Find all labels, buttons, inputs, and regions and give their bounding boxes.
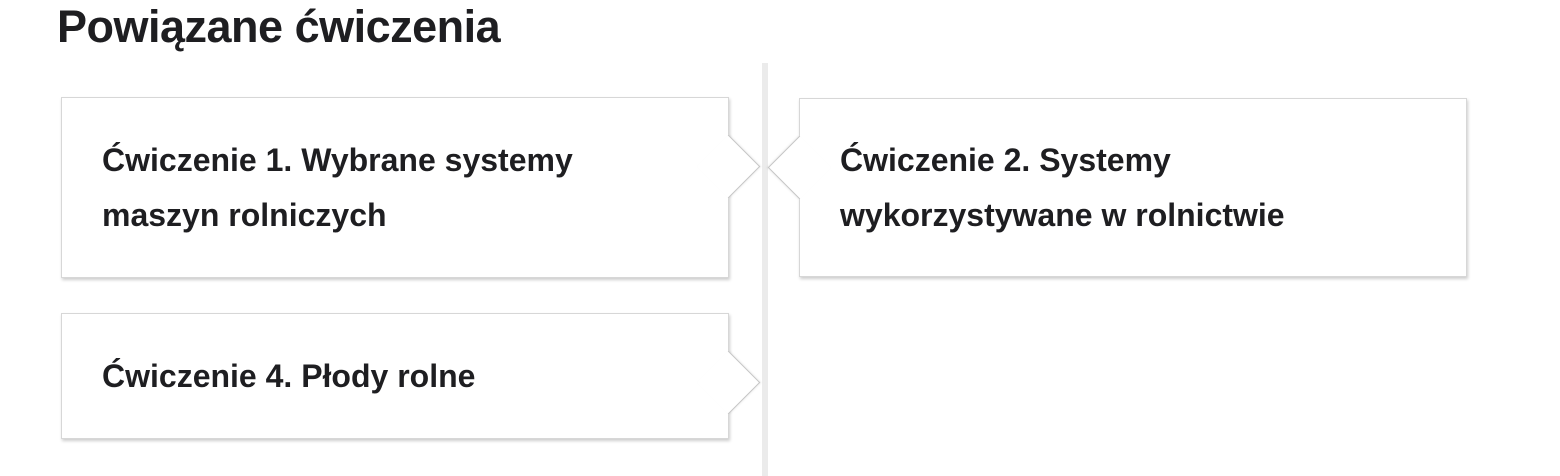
chevron-left-icon <box>767 135 832 200</box>
exercise-card-1-title-line-1: Ćwiczenie 1. Wybrane systemy <box>102 141 573 178</box>
exercise-card-1[interactable]: Ćwiczenie 1. Wybrane systemy maszyn roln… <box>61 97 761 278</box>
chevron-right-icon <box>696 134 761 199</box>
exercise-card-2-title-line-1: Ćwiczenie 2. Systemy <box>840 141 1171 178</box>
exercise-card-1-title-line-2: maszyn rolniczych <box>102 196 387 233</box>
exercise-card-2-title-line-2: wykorzystywane w rolnictwie <box>840 196 1285 233</box>
chevron-right-icon <box>696 350 761 415</box>
exercise-card-4-title-line-1: Ćwiczenie 4. Płody rolne <box>102 357 476 394</box>
exercise-card-2[interactable]: Ćwiczenie 2. Systemy wykorzystywane w ro… <box>767 98 1467 277</box>
section-title: Powiązane ćwiczenia <box>57 1 501 52</box>
column-divider <box>762 63 768 476</box>
exercise-card-4[interactable]: Ćwiczenie 4. Płody rolne <box>61 313 761 439</box>
